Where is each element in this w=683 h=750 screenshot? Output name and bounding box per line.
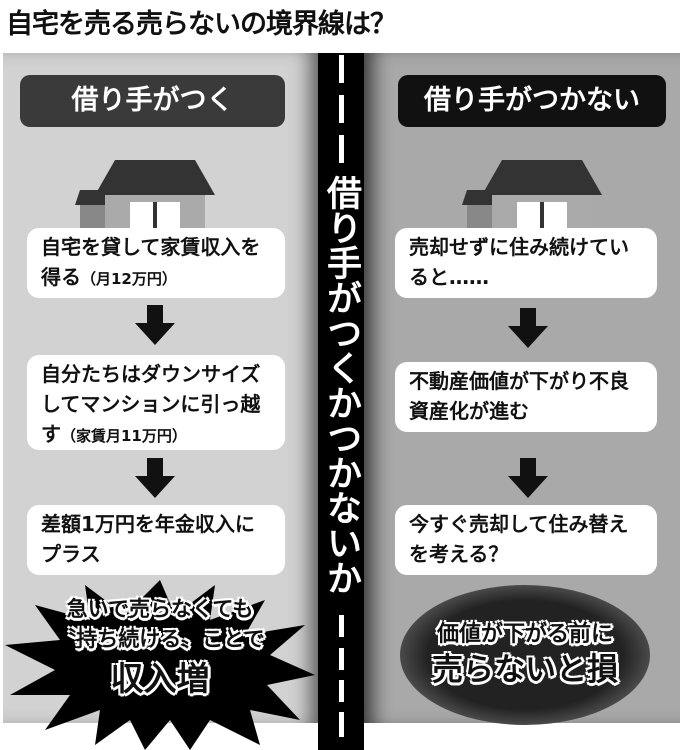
step-text: 不動産価値が下がり不良資産化が進む bbox=[409, 369, 629, 423]
left-callout-line3: 収入増 bbox=[110, 659, 210, 698]
arrow-down-icon bbox=[135, 458, 175, 498]
step-text: 今すぐ売却して住み替えを考える？ bbox=[409, 512, 629, 566]
dash bbox=[339, 95, 344, 123]
right-callout-line1: 価値が下がる前に bbox=[436, 622, 613, 647]
step-text: 差額1万円を年金収入にプラス bbox=[41, 512, 255, 566]
right-step-1: 売却せずに住み続けていると…… bbox=[395, 228, 657, 298]
left-step-3: 差額1万円を年金収入にプラス bbox=[27, 505, 285, 575]
step-note: （家賃月11万円） bbox=[61, 427, 187, 445]
right-step-2: 不動産価値が下がり不良資産化が進む bbox=[395, 362, 657, 432]
step-text: 売却せずに住み続けていると…… bbox=[409, 235, 629, 289]
left-callout-line2: 〝持ち続ける〟ことで bbox=[55, 627, 265, 651]
starburst-icon bbox=[5, 580, 315, 750]
arrow-down-icon bbox=[508, 308, 548, 348]
right-heading: 借り手がつかない bbox=[398, 75, 666, 127]
left-step-1: 自宅を貸して家賃収入を得る（月12万円） bbox=[27, 228, 285, 298]
arrow-down-icon bbox=[135, 305, 175, 345]
right-callout-line2: 売らないと損 bbox=[432, 652, 618, 688]
step-text: 自宅を貸して家賃収入を得る bbox=[41, 235, 261, 289]
dash bbox=[339, 615, 344, 637]
dash bbox=[339, 712, 344, 737]
center-label: 借り手がつくかつかないか bbox=[321, 175, 361, 595]
dark-cloud-shape bbox=[400, 585, 650, 725]
page-title: 自宅を売る売らないの境界線は？ bbox=[6, 9, 397, 40]
right-step-3: 今すぐ売却して住み替えを考える？ bbox=[395, 505, 657, 575]
left-heading: 借り手がつく bbox=[20, 75, 285, 127]
step-text: 自分たちはダウンサイズしてマンションに引っ越す bbox=[41, 362, 261, 446]
dash bbox=[339, 680, 344, 702]
left-step-2: 自分たちはダウンサイズしてマンションに引っ越す（家賃月11万円） bbox=[27, 355, 285, 450]
step-note: （月12万円） bbox=[81, 270, 177, 288]
arrow-down-icon bbox=[508, 458, 548, 498]
dash bbox=[339, 135, 344, 163]
dash bbox=[339, 648, 344, 670]
left-callout-line1: 急いで売らなくても bbox=[66, 597, 254, 621]
dash bbox=[339, 55, 344, 83]
